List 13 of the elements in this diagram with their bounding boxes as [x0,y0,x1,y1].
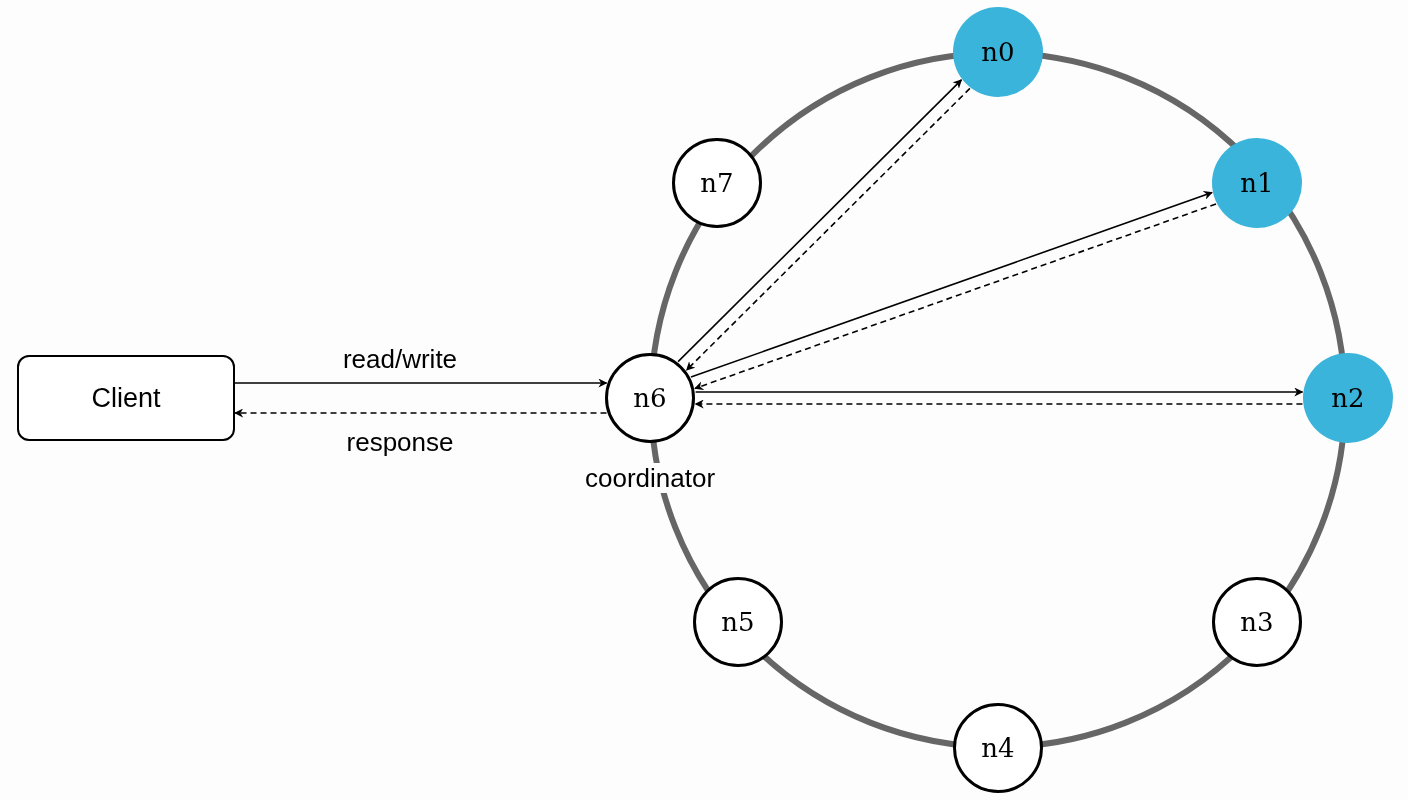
node-label: n3 [1240,605,1274,639]
node-label: n0 [981,35,1015,69]
node-label: n4 [981,731,1015,765]
arrow [694,387,1304,397]
node-caption: coordinator [584,463,716,493]
client-box [17,355,235,441]
node-label: n5 [721,605,755,639]
node-label: n1 [1240,166,1274,200]
node-label: n2 [1331,381,1365,415]
node-label: n7 [700,166,734,200]
arrow [694,399,1304,409]
node-label: Client [91,381,161,415]
node-label: n6 [633,381,667,415]
